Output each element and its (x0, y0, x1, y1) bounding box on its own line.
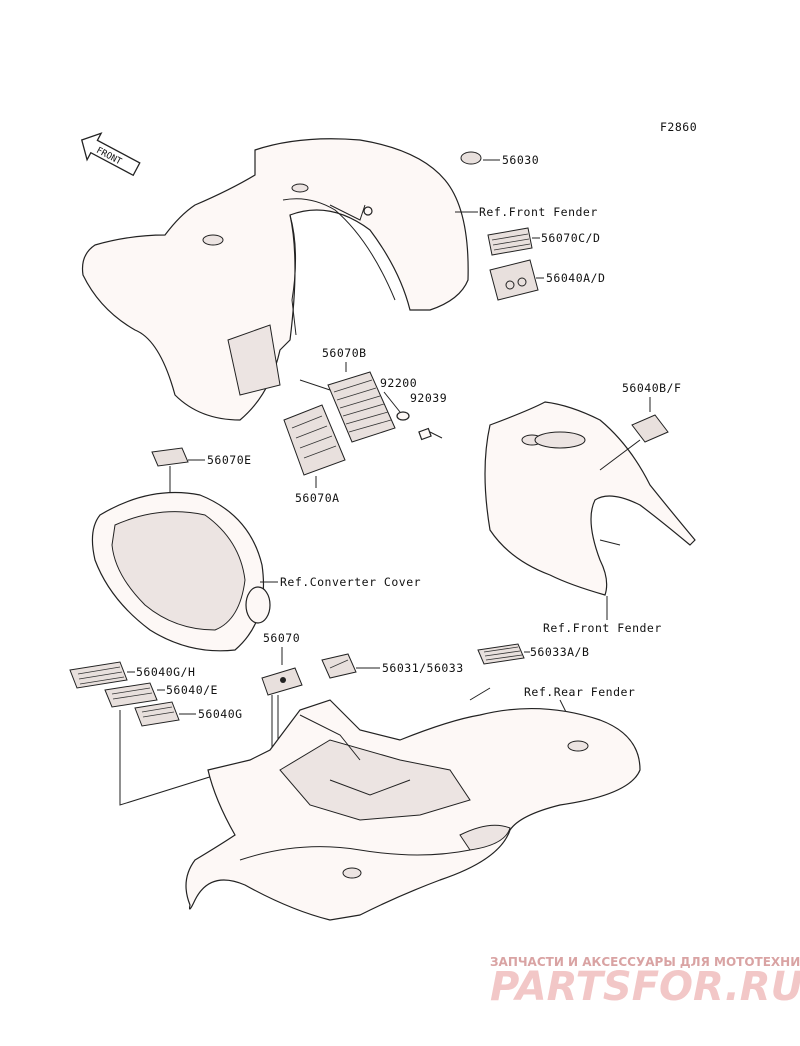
watermark-tagline: ЗАПЧАСТИ И АКСЕССУАРЫ ДЛЯ МОТОТЕХНИКИ (490, 955, 800, 969)
figure-code: F2860 (660, 120, 697, 134)
callout-56040AD: 56040A/D (546, 271, 605, 285)
washer-92200 (396, 411, 410, 421)
callout-56033AB: 56033A/B (530, 645, 589, 659)
decal-56070A (283, 404, 346, 476)
callout-56040G: 56040G (198, 707, 243, 721)
bolt-92039 (418, 427, 443, 441)
callout-56040GH: 56040G/H (136, 665, 195, 679)
callout-56070B: 56070B (322, 346, 367, 360)
callout-56030: 56030 (502, 153, 539, 167)
callout-56040E: 56040/E (166, 683, 218, 697)
front-arrow-icon: FRONT (80, 132, 141, 177)
ref-converter-cover: Ref.Converter Cover (280, 575, 421, 589)
decal-56040G (134, 701, 180, 727)
callout-56040BF: 56040B/F (622, 381, 681, 395)
decal-56070E (151, 447, 189, 467)
decal-56040E (104, 682, 158, 708)
callout-56070: 56070 (263, 631, 300, 645)
decal-56040BF (631, 414, 669, 443)
decal-56070B (327, 371, 396, 443)
converter-cover (91, 491, 271, 652)
callout-92200: 92200 (380, 376, 417, 390)
front-fender-top (81, 138, 469, 421)
callout-56070A: 56070A (295, 491, 340, 505)
rear-fender (185, 699, 641, 921)
callout-92039: 92039 (410, 391, 447, 405)
decal-56070CD (487, 227, 533, 256)
decal-56031-56033 (321, 653, 357, 679)
decal-56030 (460, 151, 482, 165)
ref-front-fender-mid: Ref.Front Fender (543, 621, 662, 635)
ref-rear-fender: Ref.Rear Fender (524, 685, 635, 699)
callout-56070E: 56070E (207, 453, 252, 467)
ref-front-fender-top: Ref.Front Fender (479, 205, 598, 219)
decal-56040GH (69, 661, 128, 689)
decal-56033AB (477, 643, 525, 665)
front-fender-mid (484, 401, 696, 596)
watermark-brand: PARTSFOR.RU (490, 964, 800, 1010)
callout-56031-56033: 56031/56033 (382, 661, 464, 675)
decal-56070 (261, 667, 303, 696)
callout-56070CD: 56070C/D (541, 231, 600, 245)
decal-56040AD (489, 259, 539, 301)
